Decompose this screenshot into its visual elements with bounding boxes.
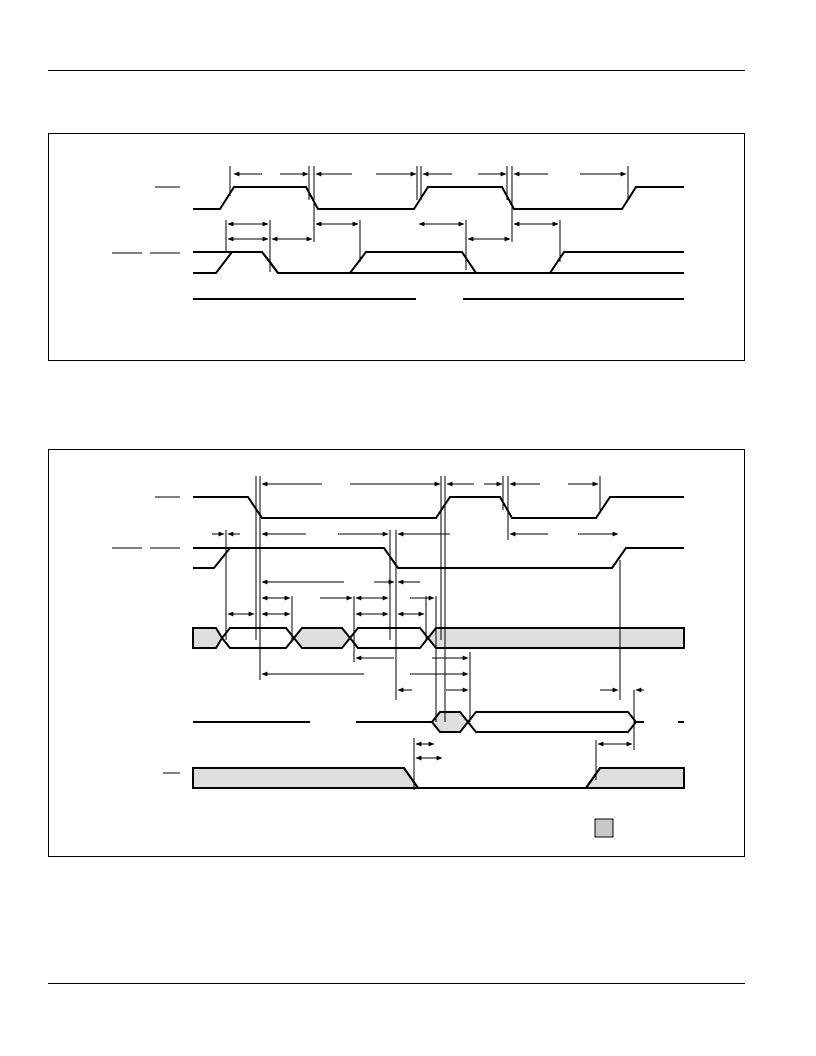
fig2-row2-waveform-lower [193,547,240,569]
fig2-timing-arrows [212,481,644,761]
fig1-row1-waveform [193,186,684,210]
fig1-timing-arrows [227,171,627,242]
fig2-row3-bus [192,627,685,649]
header-rule [48,70,745,71]
fig2-row2-waveform-upper [193,547,684,569]
fig2-row5-waveform [192,767,685,789]
timing-diagram-1 [48,133,745,361]
timing-diagram-2 [48,449,745,857]
footer-rule [48,983,745,984]
fig1-reference-lines [225,166,629,272]
fig2-reference-lines [225,476,635,790]
fig1-row2-waveform-upper [193,251,684,274]
fig1-row2-waveform-lower [193,251,684,274]
fig2-legend-swatch [594,818,614,838]
fig2-row4-waveform [193,711,684,733]
fig2-row1-waveform [193,496,684,519]
